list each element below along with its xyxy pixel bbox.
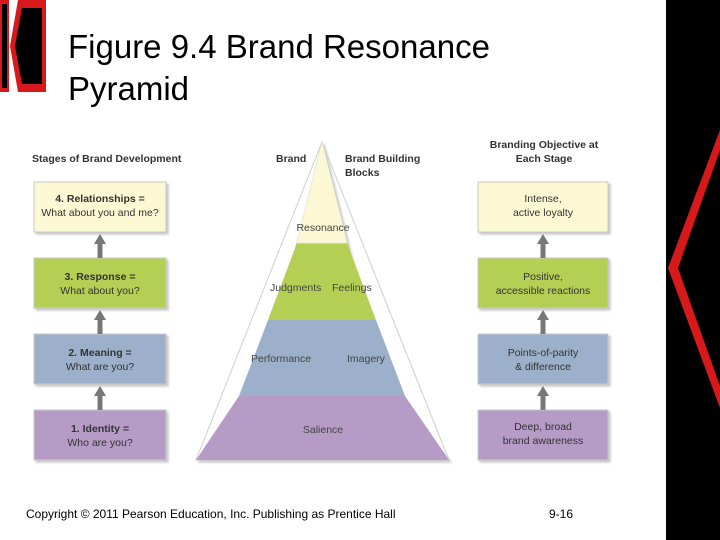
stage-question: What about you? [60,285,140,297]
slide-title: Figure 9.4 Brand Resonance Pyramid [68,26,658,110]
stage-box-meaning: 2. Meaning = What are you? [33,333,167,385]
pyramid-label-feelings: Feelings [332,282,372,294]
header-blocks-line2: Blocks [345,167,380,179]
stage-label: 3. Response = [65,271,136,283]
pyramid-label-judgments: Judgments [270,282,321,294]
header-blocks-line1: Brand Building [345,153,420,165]
objective-line1: Points-of-parity [508,347,579,359]
objective-line1: Positive, [523,271,563,283]
pyramid-label-salience: Salience [303,424,343,436]
stage-label: 2. Meaning = [68,347,131,359]
up-arrow-icon [94,386,106,410]
pyramid-label-resonance: Resonance [296,222,349,234]
up-arrow-icon [94,234,106,258]
up-arrow-icon [537,386,549,410]
up-arrow-icon [537,310,549,334]
stage-question: What about you and me? [41,207,158,219]
slide-title-line1: Figure 9.4 Brand Resonance [68,28,490,65]
footer-page-number: 9-16 [549,507,574,521]
pyramid-label-imagery: Imagery [347,353,386,365]
header-stages: Stages of Brand Development [32,153,182,165]
stage-arrows-left [94,234,106,410]
stage-box-response: 3. Response = What about you? [33,257,167,309]
objective-box-loyalty: Intense, active loyalty [477,181,609,233]
objective-line2: active loyalty [513,207,574,219]
slide-title-line2: Pyramid [68,70,190,107]
header-objective-line2: Each Stage [516,153,573,165]
header-brand: Brand [276,153,306,165]
objective-line1: Intense, [524,193,561,205]
objective-line2: accessible reactions [496,285,591,297]
stage-box-relationships: 4. Relationships = What about you and me… [33,181,167,233]
objective-line2: & difference [515,361,571,373]
objective-box-reactions: Positive, accessible reactions [477,257,609,309]
stage-box-identity: 1. Identity = Who are you? [33,409,167,461]
up-arrow-icon [537,234,549,258]
up-arrow-icon [94,310,106,334]
stage-question: What are you? [66,361,134,373]
brand-logo-icon [0,0,46,92]
header-objective-line1: Branding Objective at [490,139,599,151]
objective-box-awareness: Deep, broad brand awareness [477,409,609,461]
stage-label: 4. Relationships = [55,193,145,205]
footer-copyright: Copyright © 2011 Pearson Education, Inc.… [26,507,396,521]
objective-box-parity: Points-of-parity & difference [477,333,609,385]
objective-arrows-right [537,234,549,410]
stage-label: 1. Identity = [71,423,129,435]
pyramid-label-performance: Performance [251,353,311,365]
objective-line2: brand awareness [503,435,584,447]
stage-question: Who are you? [67,437,133,449]
objective-line1: Deep, broad [514,421,572,433]
